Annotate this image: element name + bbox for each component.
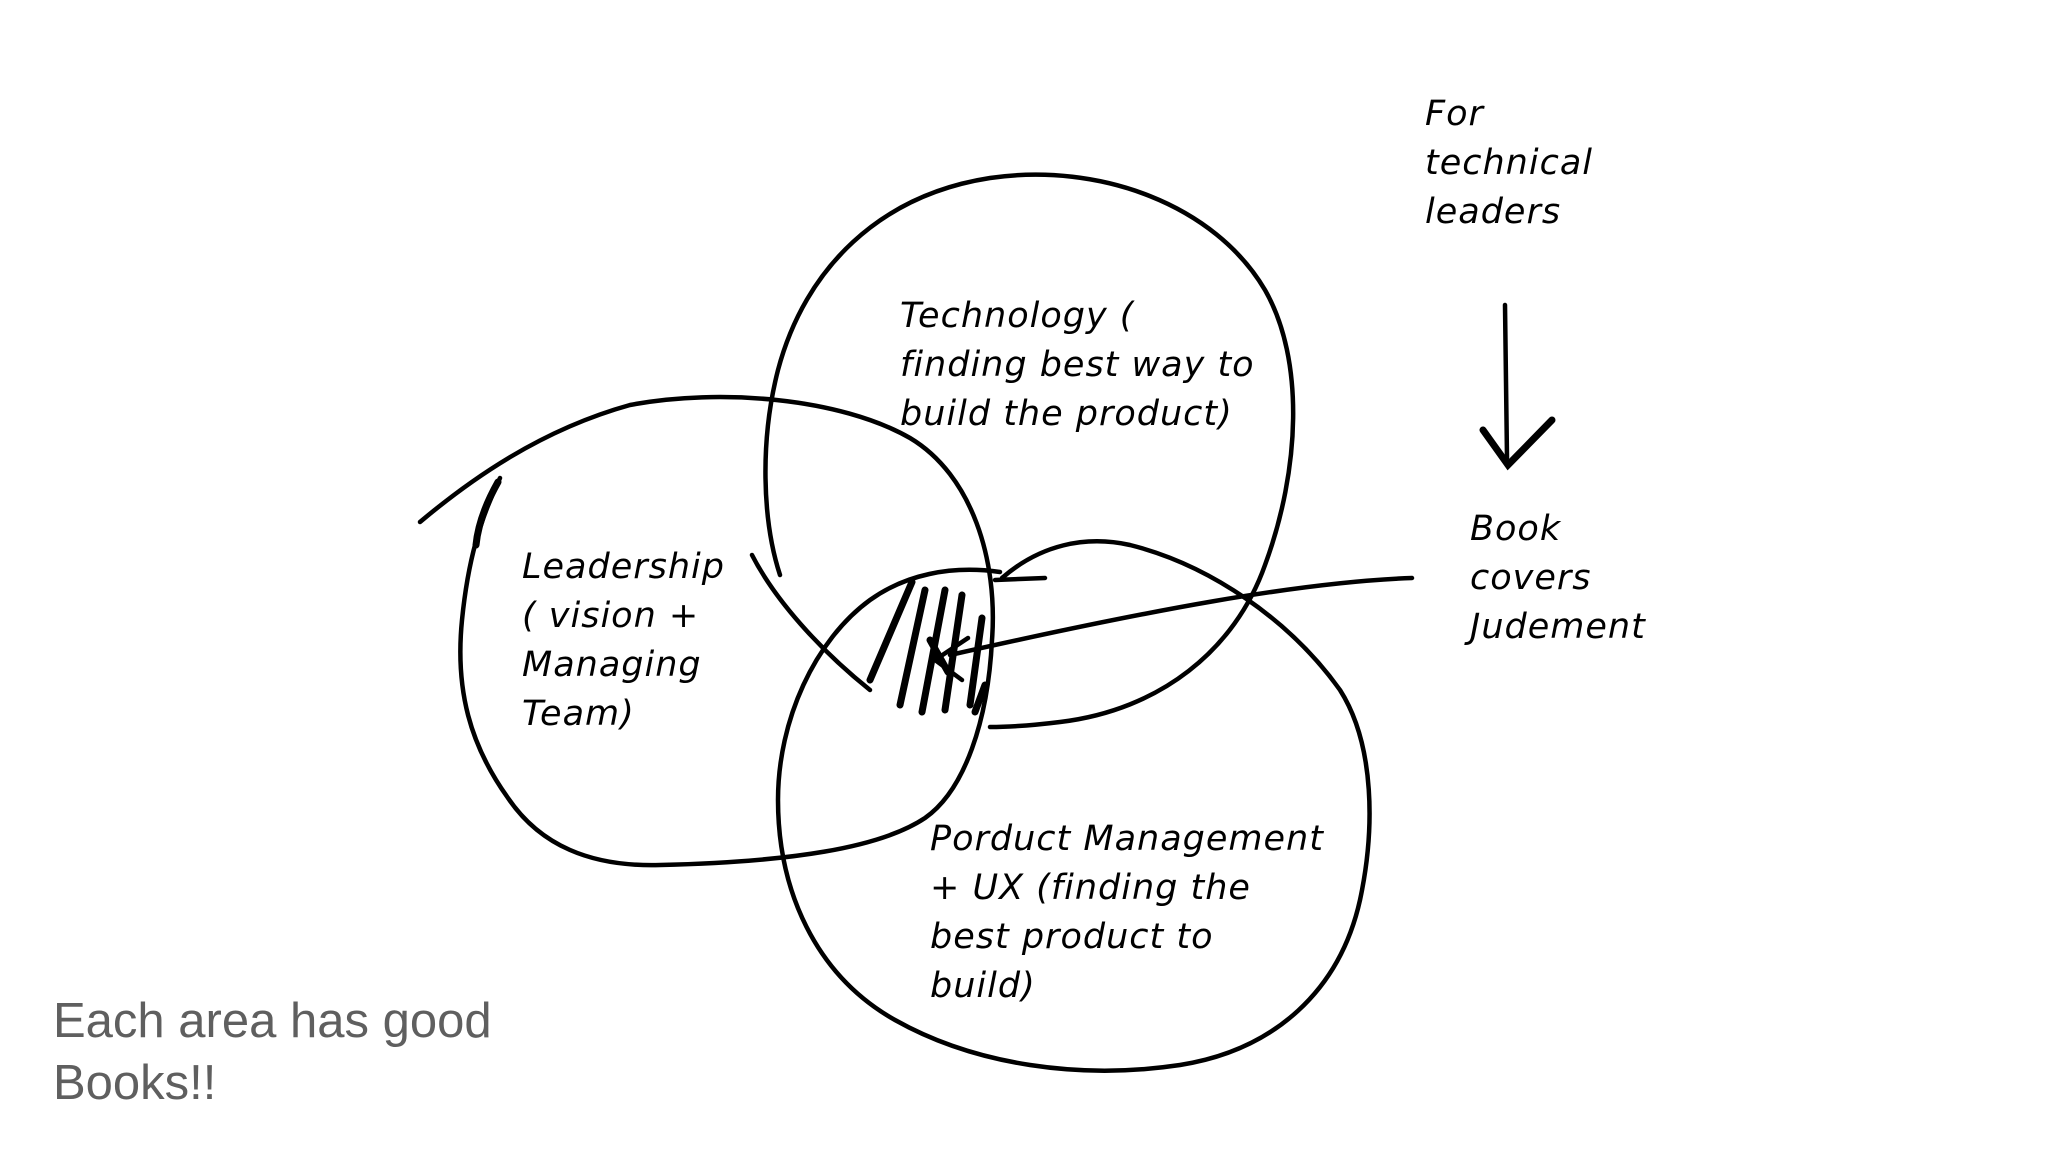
footer-note: Each area has good Books!! [53, 994, 492, 1110]
down-arrow-head [1479, 416, 1556, 471]
intersection-hatch-5 [966, 614, 986, 709]
intersection-hatch-1 [866, 578, 916, 684]
overlap-tick [992, 575, 1048, 583]
leadership-tail [749, 552, 873, 693]
intersection-hatch-2 [896, 586, 929, 709]
leadership-start-mark [472, 478, 502, 549]
audience-note: For technical leaders [1425, 94, 1594, 232]
product-management-label: Porduct Management + UX (finding the bes… [930, 819, 1324, 1006]
intersection-hatch-6 [971, 681, 989, 716]
leadership-label: Leadership ( vision + Managing Team) [522, 547, 725, 734]
technology-label: Technology ( finding best way to build t… [900, 296, 1255, 434]
judgement-arrow-head [932, 635, 971, 683]
leadership-circle [417, 394, 995, 868]
technology-circle [763, 172, 1296, 730]
book-judgement-note: Book covers Judement [1470, 509, 1646, 647]
down-arrow-shaft [1502, 302, 1510, 461]
judgement-arrow-shaft [947, 575, 1415, 658]
